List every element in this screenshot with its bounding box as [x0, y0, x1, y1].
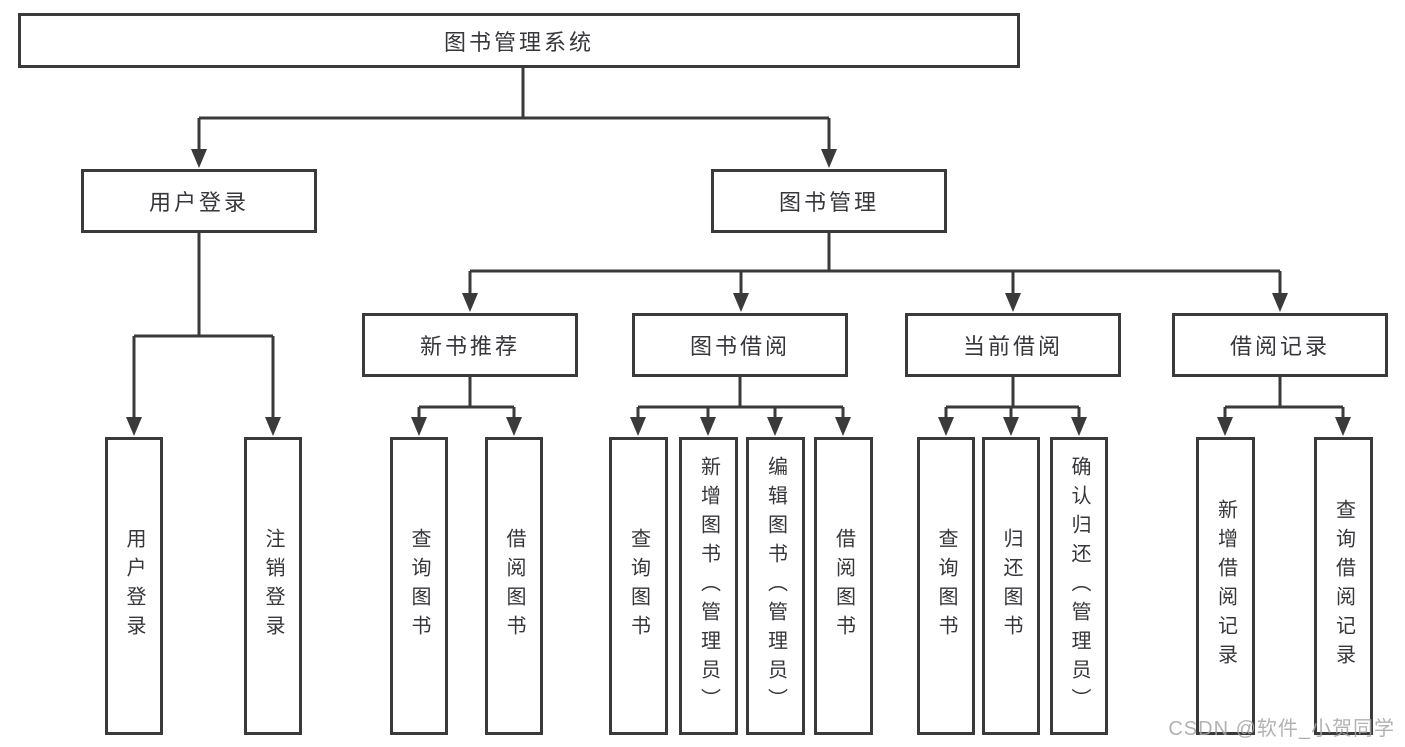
node-book-borrow: 图书借阅	[632, 313, 848, 377]
edge-new-book-recommend	[417, 377, 516, 420]
leaf-user-login: 用户登录	[105, 437, 163, 735]
leaf-label: 新增借阅记录	[1214, 499, 1237, 673]
edge-user-login	[132, 233, 275, 420]
edge-current-borrow	[944, 377, 1081, 420]
node-borrow-records: 借阅记录	[1172, 313, 1388, 377]
leaf-return-books: 归还图书	[982, 437, 1040, 735]
leaf-label: 查询图书	[627, 528, 650, 644]
leaf-query-borrow-record: 查询借阅记录	[1314, 437, 1373, 735]
node-book-management: 图书管理	[711, 169, 947, 233]
node-user-login-label: 用户登录	[148, 190, 249, 215]
leaf-label: 查询借阅记录	[1332, 499, 1355, 673]
edge-book-management	[468, 233, 1282, 296]
leaf-label: 借阅图书	[832, 528, 855, 644]
leaf-label: 查询图书	[408, 528, 430, 644]
node-root: 图书管理系统	[18, 13, 1020, 68]
csdn-watermark: CSDN @软件_小贺同学	[1168, 718, 1395, 740]
leaf-query-books-borrow: 查询图书	[609, 437, 668, 735]
leaf-borrow-books-recommend: 借阅图书	[485, 437, 543, 735]
leaf-label: 借阅图书	[503, 528, 525, 644]
edge-root	[197, 68, 831, 152]
leaf-label: 确认归还（管理员）	[1068, 455, 1090, 717]
arrowhead-icons	[126, 149, 1351, 436]
node-book-borrow-label: 图书借阅	[689, 334, 790, 359]
leaf-label: 用户登录	[123, 528, 145, 644]
leaf-label: 新增图书（管理员）	[697, 455, 720, 717]
node-borrow-records-label: 借阅记录	[1229, 334, 1330, 359]
leaf-add-books-admin: 新增图书（管理员）	[679, 437, 738, 735]
leaf-confirm-return-admin: 确认归还（管理员）	[1050, 437, 1108, 735]
leaf-query-books-recommend: 查询图书	[390, 437, 448, 735]
node-current-borrow-label: 当前借阅	[962, 334, 1063, 359]
leaf-edit-books-admin: 编辑图书（管理员）	[746, 437, 805, 735]
leaf-query-books-current: 查询图书	[917, 437, 975, 735]
edge-borrow-records	[1223, 377, 1345, 420]
edge-book-borrow	[636, 377, 845, 420]
leaf-label: 查询图书	[935, 528, 957, 644]
node-root-label: 图书管理系统	[443, 29, 594, 55]
tree-edges	[132, 68, 1345, 420]
leaf-logout: 注销登录	[244, 437, 302, 735]
node-current-borrow: 当前借阅	[905, 313, 1121, 377]
leaf-add-borrow-record: 新增借阅记录	[1196, 437, 1255, 735]
node-new-book-recommend: 新书推荐	[362, 313, 578, 377]
leaf-label: 归还图书	[1000, 528, 1022, 644]
leaf-borrow-books: 借阅图书	[814, 437, 873, 735]
node-new-book-recommend-label: 新书推荐	[419, 334, 520, 359]
leaf-label: 注销登录	[262, 528, 284, 644]
node-book-management-label: 图书管理	[778, 190, 879, 215]
leaf-label: 编辑图书（管理员）	[764, 455, 787, 717]
node-user-login: 用户登录	[81, 169, 317, 233]
